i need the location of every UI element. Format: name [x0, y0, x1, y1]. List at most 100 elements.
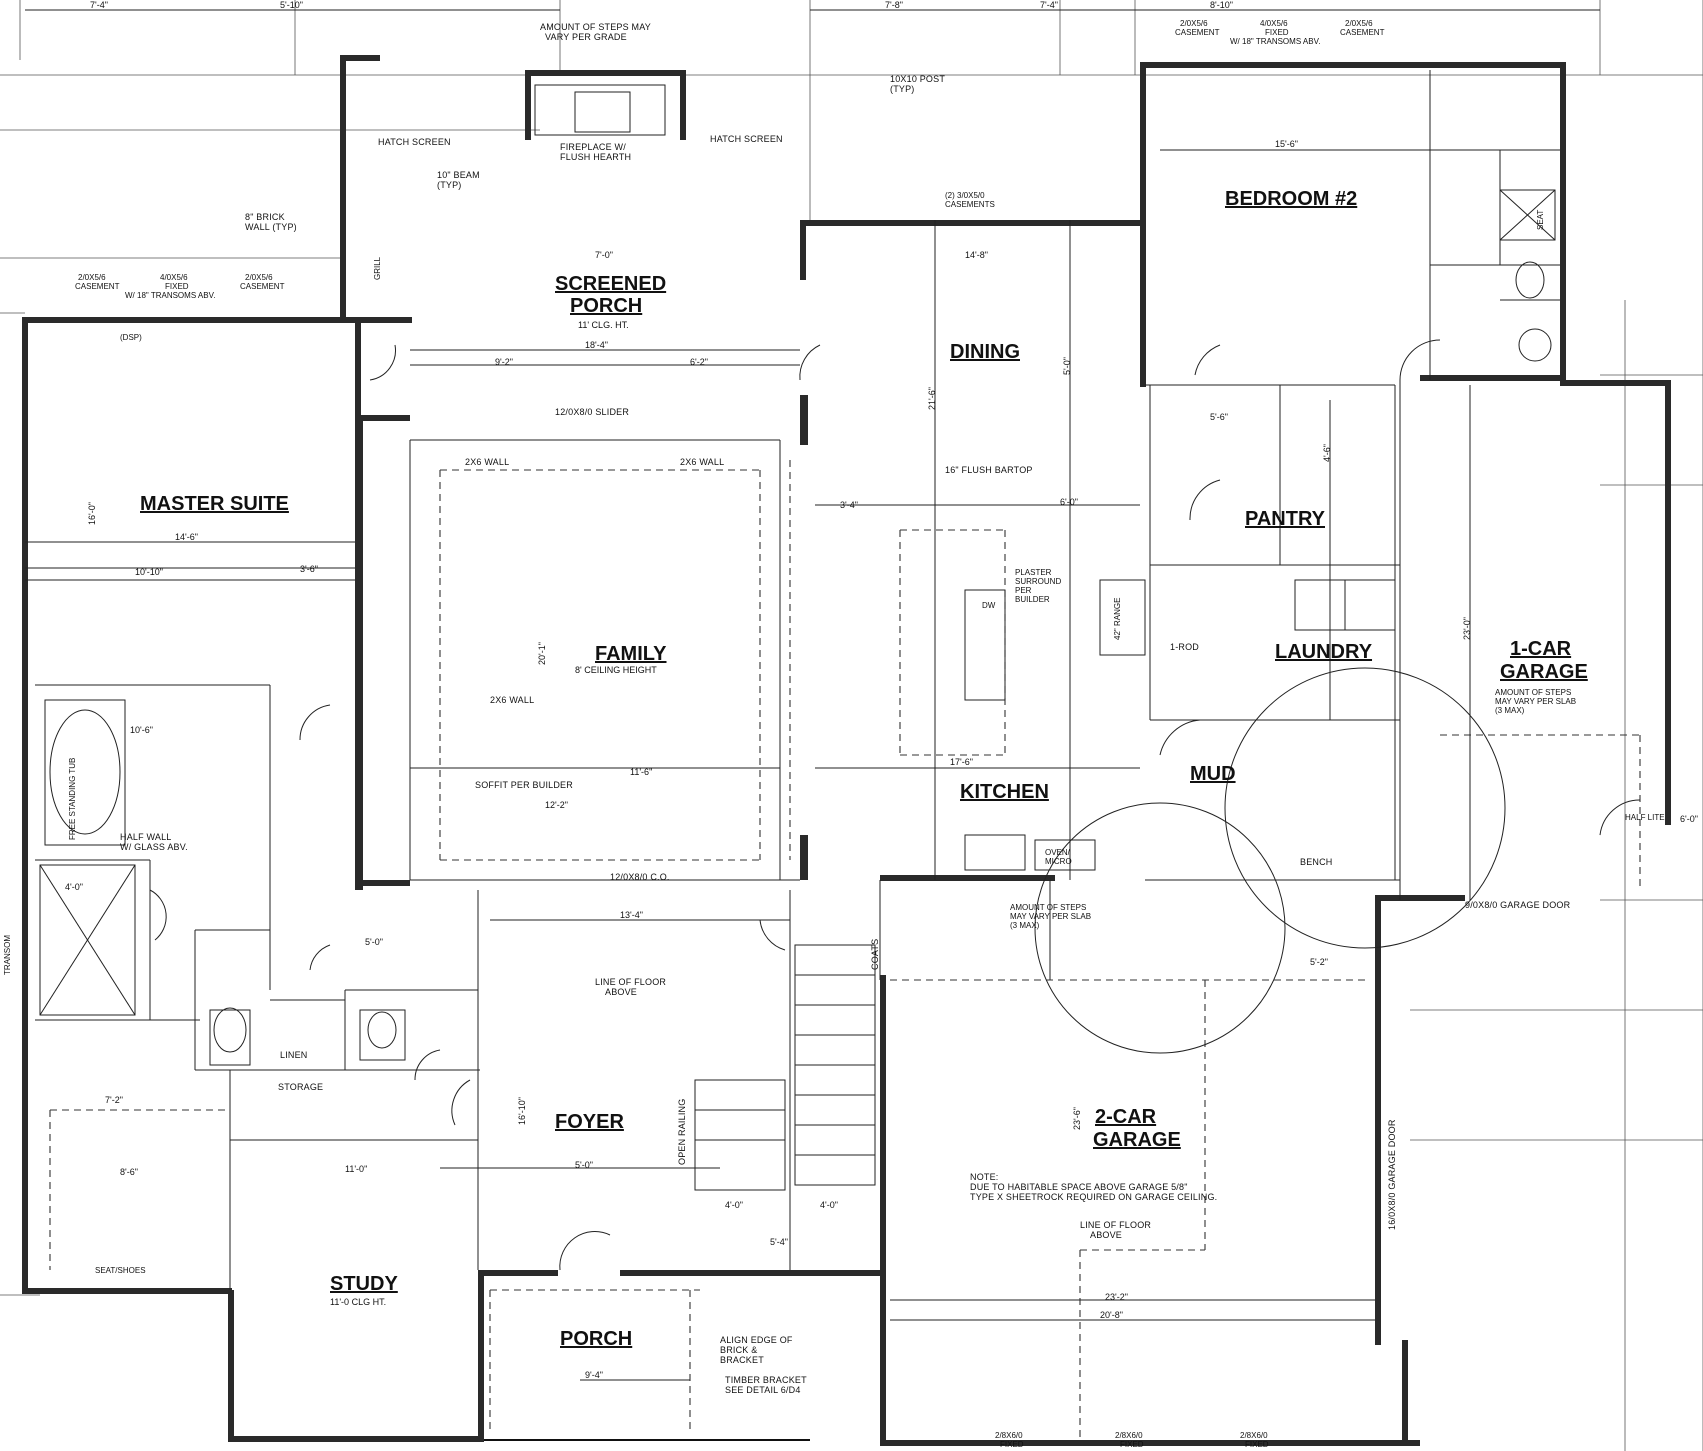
- note-2x6-a: 2X6 WALL: [465, 457, 509, 467]
- master-suite-label: MASTER SUITE: [140, 493, 289, 515]
- note-steps-top-2: VARY PER GRADE: [545, 32, 627, 42]
- screened-porch-label-2: PORCH: [570, 295, 642, 317]
- note-align-3: BRACKET: [720, 1355, 764, 1365]
- note-casement-tr: 2/0X5/6: [1180, 19, 1208, 28]
- family-sub: 8' CEILING HEIGHT: [575, 665, 657, 675]
- note-bartop: 16" FLUSH BARTOP: [945, 465, 1033, 475]
- note-dining-casement: (2) 3/0X5/0: [945, 191, 985, 200]
- note-fixed-tr2: FIXED: [1265, 28, 1289, 37]
- note-tub: FREE STANDING TUB: [68, 758, 77, 840]
- note-floor-above: LINE OF FLOOR: [595, 977, 666, 987]
- note-oven-2: MICRO: [1045, 857, 1072, 866]
- foyer-label: FOYER: [555, 1111, 624, 1133]
- note-fixed-bot-1: 2/8X6/0: [995, 1431, 1023, 1440]
- note-fixed-bot-3b: FIXED: [1245, 1440, 1269, 1449]
- note-casement-l: 2/0X5/6: [78, 273, 106, 282]
- dining-label: DINING: [950, 341, 1020, 363]
- note-fixed-bot-1b: FIXED: [1000, 1440, 1024, 1449]
- note-casement-tr2: CASEMENT: [1175, 28, 1220, 37]
- note-timber-2: SEE DETAIL 6/D4: [725, 1385, 801, 1395]
- note-fireplace-2: FLUSH HEARTH: [560, 152, 631, 162]
- garage1-label-2: GARAGE: [1500, 661, 1588, 683]
- dim-label: 4'-0": [725, 1200, 743, 1210]
- dim-label: 7'-4": [90, 0, 108, 10]
- study-sub: 11'-0 CLG HT.: [330, 1297, 386, 1307]
- dim-label: 7'-2": [105, 1095, 123, 1105]
- dim-label: 3'-4": [840, 500, 858, 510]
- dim-label: 13'-4": [620, 910, 643, 920]
- dim-label: 5'-0": [575, 1160, 593, 1170]
- note-casement-tr4: CASEMENT: [1340, 28, 1385, 37]
- note-half-wall: HALF WALL: [120, 832, 171, 842]
- note-floor-above-g2: ABOVE: [1090, 1230, 1122, 1240]
- note-co-bottom: 12/0X8/0 C.O.: [610, 872, 670, 882]
- note-floor-above-2: ABOVE: [605, 987, 637, 997]
- dim-label: 20'-1": [537, 642, 547, 665]
- note-casement-r: 2/0X5/6: [245, 273, 273, 282]
- dim-label: 5'-0": [365, 937, 383, 947]
- dim-label: 4'-0": [65, 882, 83, 892]
- dim-label: 7'-8": [885, 0, 903, 10]
- note-soffit: SOFFIT PER BUILDER: [475, 780, 573, 790]
- note-range: 42" RANGE: [1113, 598, 1122, 640]
- note-coats: COATS: [870, 939, 880, 970]
- note-steps-g1-3: (3 MAX): [1495, 706, 1525, 715]
- note-fixed-bot-2: 2/8X6/0: [1115, 1431, 1143, 1440]
- dim-label: 14'-6": [175, 532, 198, 542]
- study-label: STUDY: [330, 1273, 398, 1295]
- detail-circles: [1034, 667, 1506, 1054]
- note-habitable-2: DUE TO HABITABLE SPACE ABOVE GARAGE 5/8": [970, 1182, 1188, 1192]
- dim-label: 21'-6": [927, 387, 937, 410]
- storage-label: STORAGE: [278, 1082, 323, 1092]
- note-steps-g2-2: MAY VARY PER SLAB: [1010, 912, 1091, 921]
- note-dw: DW: [982, 601, 996, 610]
- pantry-label: PANTRY: [1245, 508, 1326, 530]
- note-transom: TRANSOM: [3, 935, 12, 975]
- dim-label: 6'-0": [1060, 497, 1078, 507]
- dim-label: 5'-2": [1310, 957, 1328, 967]
- note-steps-g1: AMOUNT OF STEPS: [1495, 688, 1571, 697]
- dim-label: 4'-6": [1322, 444, 1332, 462]
- screened-porch-sub: 11' CLG. HT.: [578, 320, 629, 330]
- note-steps-g1-2: MAY VARY PER SLAB: [1495, 697, 1576, 706]
- dim-label: 9'-4": [585, 1370, 603, 1380]
- exterior-walls: [22, 55, 1671, 1446]
- note-beam-2: (TYP): [437, 180, 462, 190]
- laundry-label: LAUNDRY: [1275, 641, 1373, 663]
- door-swings: [149, 339, 1641, 1271]
- note-casement-tr3: 2/0X5/6: [1345, 19, 1373, 28]
- note-slider: 12/0X8/0 SLIDER: [555, 407, 629, 417]
- note-plaster-2: SURROUND: [1015, 577, 1061, 586]
- note-fixed-tr: 4/0X5/6: [1260, 19, 1288, 28]
- note-steps-g2-3: (3 MAX): [1010, 921, 1040, 930]
- note-casement-r2: CASEMENT: [240, 282, 285, 291]
- dim-label: 15'-6": [1275, 139, 1298, 149]
- note-fixed-bot-2b: FIXED: [1120, 1440, 1144, 1449]
- note-floor-above-g: LINE OF FLOOR: [1080, 1220, 1151, 1230]
- dim-label: 11'-0": [345, 1164, 367, 1174]
- note-half-wall-2: W/ GLASS ABV.: [120, 842, 188, 852]
- notes: AMOUNT OF STEPS MAY VARY PER GRADE FIREP…: [3, 19, 1665, 1449]
- note-fixed-l: 4/0X5/6: [160, 273, 188, 282]
- note-plaster-3: PER: [1015, 586, 1032, 595]
- note-2x6-c: 2X6 WALL: [490, 695, 534, 705]
- note-habitable: NOTE:: [970, 1172, 999, 1182]
- note-plaster-4: BUILDER: [1015, 595, 1050, 604]
- note-habitable-3: TYPE X SHEETROCK REQUIRED ON GARAGE CEIL…: [970, 1192, 1217, 1202]
- dim-label: 23'-6": [1072, 1107, 1082, 1130]
- note-oven: OVEN/: [1045, 848, 1071, 857]
- dim-label: 6'-0": [1680, 814, 1698, 824]
- garage2-label-2: GARAGE: [1093, 1129, 1181, 1151]
- note-post: 10X10 POST: [890, 74, 945, 84]
- note-dining-casement-2: CASEMENTS: [945, 200, 995, 209]
- note-2x6-b: 2X6 WALL: [680, 457, 724, 467]
- garage2-label: 2-CAR: [1095, 1106, 1157, 1128]
- dim-label: 23'-2": [1105, 1292, 1128, 1302]
- linen-label: LINEN: [280, 1050, 308, 1060]
- note-open-railing: OPEN RAILING: [677, 1099, 687, 1165]
- porch-label: PORCH: [560, 1328, 632, 1350]
- dim-label: 23'-0": [1462, 617, 1472, 640]
- dim-label: 18'-4": [585, 340, 608, 350]
- dim-label: 3'-6": [300, 564, 318, 574]
